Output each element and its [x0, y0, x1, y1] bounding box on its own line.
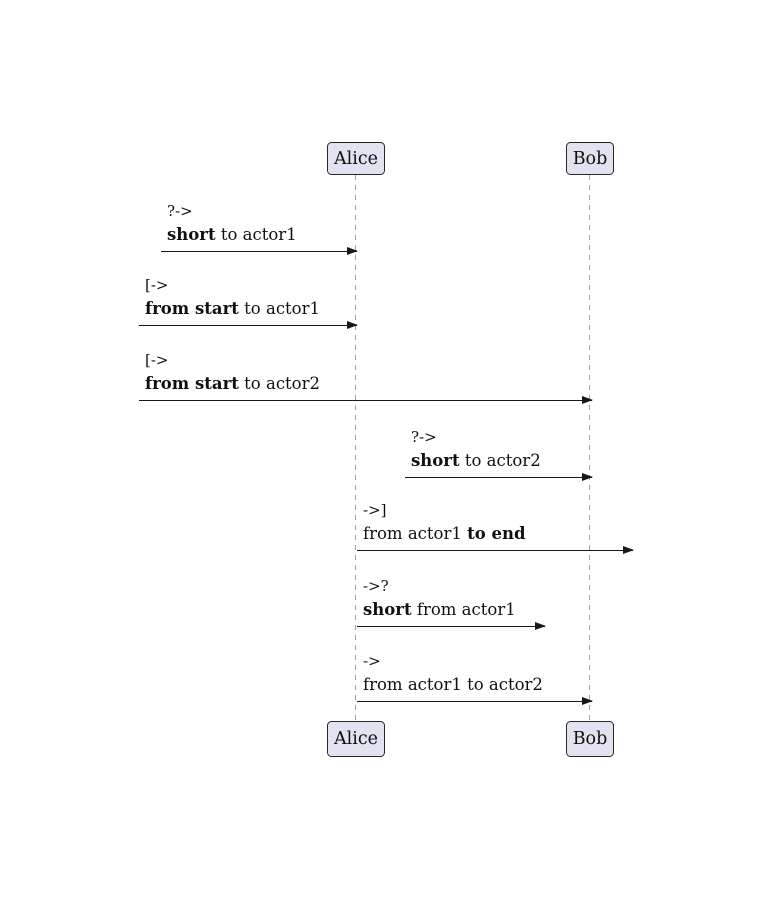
message-label: from actor1 to actor2: [363, 673, 543, 696]
arrowhead-icon: [582, 696, 593, 705]
message-arrow: [139, 320, 358, 329]
message-arrow: [405, 472, 593, 481]
message-arrow: [161, 246, 358, 255]
actor-box-alice-bottom: Alice: [327, 721, 385, 757]
arrowhead-icon: [623, 545, 634, 554]
message-arrow: [357, 696, 593, 705]
message-label: from start to actor2: [145, 372, 320, 395]
arrowhead-icon: [582, 395, 593, 404]
actor-name: Bob: [572, 148, 608, 169]
label-pre: from actor1 to actor2: [363, 675, 543, 694]
message-label: short to actor1: [167, 223, 297, 246]
label-post: to actor1: [238, 299, 321, 318]
actor-box-alice-top: Alice: [327, 142, 385, 175]
label-bold: short: [167, 225, 216, 244]
arrowhead-icon: [582, 472, 593, 481]
label-post: to actor1: [215, 225, 297, 244]
message-label: from actor1 to end: [363, 522, 526, 545]
message-operator: ->]: [363, 501, 387, 519]
label-post: from actor1: [411, 600, 516, 619]
message-operator: [->: [145, 351, 169, 369]
label-pre: from actor1: [363, 524, 468, 543]
lifeline-bob: [589, 175, 591, 721]
message-operator: ->?: [363, 577, 389, 595]
message-operator: [->: [145, 276, 169, 294]
actor-name: Alice: [334, 729, 378, 749]
arrowhead-icon: [347, 246, 358, 255]
message-operator: ?->: [167, 202, 193, 220]
label-bold: to end: [467, 524, 526, 543]
arrowhead-icon: [347, 320, 358, 329]
message-label: from start to actor1: [145, 297, 320, 320]
label-bold: short: [363, 600, 412, 619]
actor-name: Bob: [572, 729, 608, 749]
actor-name: Alice: [334, 148, 378, 169]
lifeline-alice: [355, 175, 357, 721]
message-arrow: [357, 621, 546, 630]
arrowhead-icon: [535, 621, 546, 630]
actor-box-bob-top: Bob: [566, 142, 614, 175]
label-post: to actor2: [459, 451, 541, 470]
message-label: short from actor1: [363, 598, 516, 621]
label-bold: short: [411, 451, 460, 470]
actor-box-bob-bottom: Bob: [566, 721, 614, 757]
message-label: short to actor2: [411, 449, 541, 472]
message-operator: ->: [363, 652, 381, 670]
label-bold: from start: [145, 299, 239, 318]
label-post: to actor2: [238, 374, 321, 393]
message-arrow: [357, 545, 634, 554]
label-bold: from start: [145, 374, 239, 393]
message-operator: ?->: [411, 428, 437, 446]
message-arrow: [139, 395, 593, 404]
